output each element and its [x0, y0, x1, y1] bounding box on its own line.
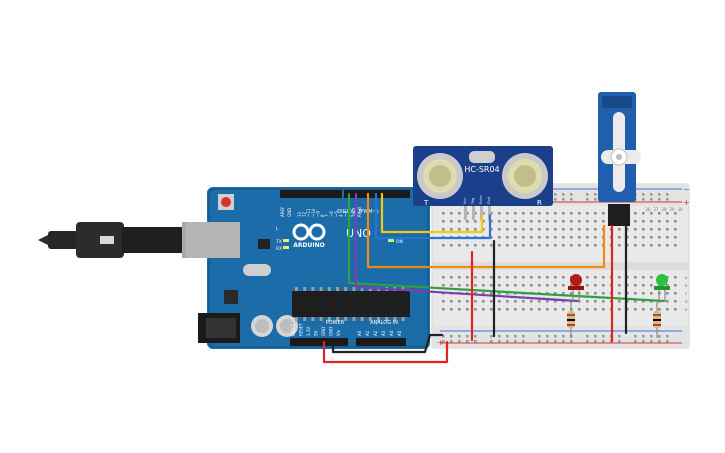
analog-header [356, 338, 406, 346]
digital-header-left [280, 190, 342, 198]
column-number: 28 [661, 207, 667, 212]
rx-label: RX [276, 246, 282, 252]
power-label: POWER [326, 320, 345, 326]
power-pin-label: RESET [299, 323, 304, 336]
wire-purple [354, 192, 579, 303]
digital-pin-label: TX▸1 [352, 207, 357, 218]
arduino-brand: ARDUINO [293, 242, 324, 249]
l-label: L [276, 226, 279, 232]
sensor-t-label: T [423, 199, 429, 207]
digital-pin-label: ~6 [329, 211, 334, 217]
power-pin-label: 3.3V [306, 327, 311, 336]
wire-black-gnd [331, 333, 444, 354]
plus-label-bottom: + [437, 338, 444, 347]
digital-pin-label: 4 [338, 214, 343, 217]
column-number: 30 [677, 207, 683, 212]
crystal [243, 264, 271, 276]
atmega-chip [292, 291, 410, 317]
sensor-pin-label: Echo [479, 196, 483, 205]
aref-label: AREF [280, 206, 285, 217]
analog-pin-label: A0 [357, 330, 362, 336]
row-letter: b [685, 283, 688, 288]
wire-blue [374, 192, 492, 240]
minus-label: − [683, 185, 690, 194]
servo-connector [608, 204, 630, 226]
digital-pin-label: ~5 [334, 211, 339, 217]
power-pin-label: Vin [336, 329, 341, 336]
digital-pin-label: ~3 [343, 211, 348, 217]
arduino-logo-icon [292, 223, 326, 241]
digital-pin-label: 13 [297, 211, 302, 217]
sensor-pin-label: Trig [471, 198, 475, 205]
analog-label: ANALOG IN [370, 320, 398, 326]
wire-yellow [380, 192, 484, 234]
row-letter: c [685, 291, 687, 296]
gnd-label: GND [287, 208, 292, 217]
led-red [568, 274, 584, 302]
sensor-model: HC-SR04 [464, 165, 499, 174]
row-letter: d [685, 299, 688, 304]
digital-pin-label: 7 [325, 214, 330, 217]
power-pin-label: GND [329, 327, 334, 336]
power-pin-label: GND [321, 327, 326, 336]
led-green [654, 274, 670, 302]
row-letter: a [685, 275, 688, 280]
analog-pin-label: A2 [373, 330, 378, 336]
power-pin-label: IOREF [291, 323, 296, 336]
usb-icon [100, 236, 114, 244]
tx-label: TX [275, 239, 282, 245]
digital-pin-label: 12 [302, 211, 307, 217]
digital-pin-label: ~10 [311, 208, 316, 217]
arduino-model: UNO [346, 227, 371, 240]
analog-pin-label: A1 [365, 330, 370, 336]
power-pin-label: 5V [314, 330, 319, 336]
column-number: 26 [645, 207, 651, 212]
arduino-uno-board: ARDUINO UNO DIGITAL (PWM~) POWER ANALOG … [186, 187, 430, 349]
digital-label: DIGITAL (PWM~) [337, 209, 379, 215]
wire-red-5v [322, 340, 449, 364]
digital-pin-label: ~9 [315, 211, 320, 217]
sensor-pin-label: Gnd [487, 197, 491, 204]
sensor-crystal [469, 151, 495, 163]
analog-pin-label: A4 [389, 330, 394, 336]
resistor-green-led [653, 302, 661, 338]
servo-motor [598, 92, 641, 226]
wire-orange [366, 192, 606, 269]
column-number: 29 [669, 207, 675, 212]
digital-pin-label: ~11 [306, 208, 311, 217]
sensor-pin-label: Vcc [463, 198, 467, 204]
sensor-r-label: R [537, 199, 542, 207]
digital-pin-label: RX◂0 [357, 206, 362, 217]
resistor-red-led [567, 302, 575, 338]
wire-green [347, 192, 666, 303]
digital-pin-label: 8 [320, 214, 325, 217]
analog-pin-label: A5 [397, 330, 402, 336]
analog-pin-label: A3 [381, 330, 386, 336]
on-label: ON [396, 239, 403, 245]
plus-label: + [683, 198, 690, 207]
hc-sr04-sensor: HC-SR04 T R Vcc Trig Echo Gnd [413, 146, 553, 220]
power-header [290, 338, 348, 346]
row-letter: e [685, 307, 688, 312]
column-number: 27 [653, 207, 659, 212]
